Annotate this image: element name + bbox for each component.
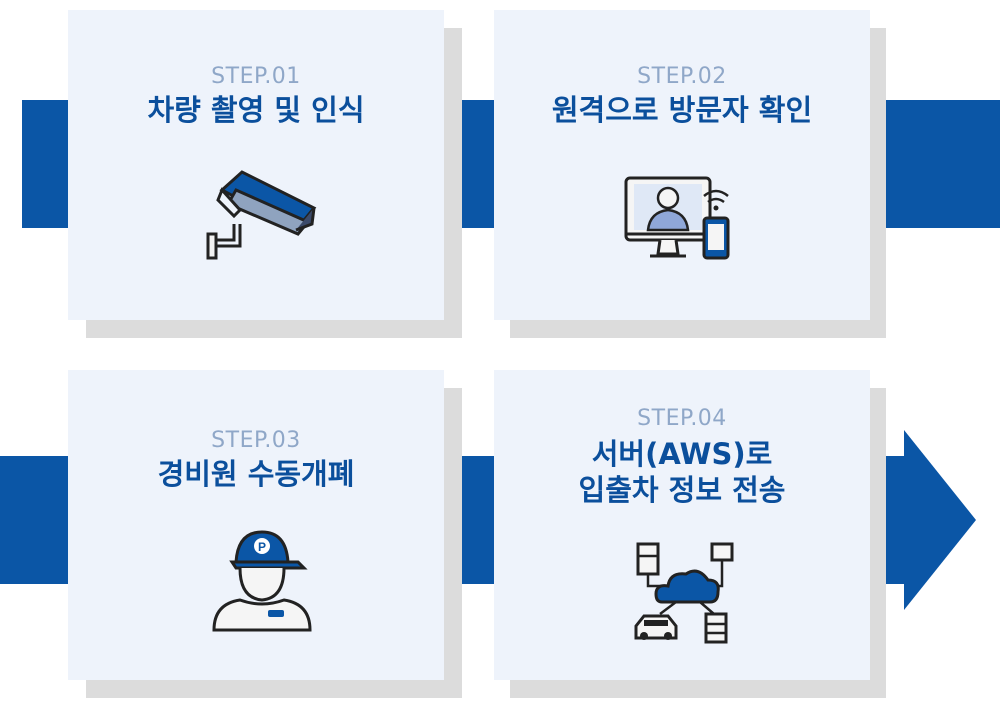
step-title: 차량 촬영 및 인식	[68, 92, 444, 128]
step-card-4: STEP.04 서버(AWS)로 입출차 정보 전송	[494, 370, 870, 680]
step-title-line: 경비원 수동개폐	[157, 457, 355, 491]
step-number: STEP.01	[211, 64, 301, 89]
flow-arrow-head	[904, 430, 976, 610]
svg-text:P: P	[258, 540, 266, 554]
step-title: 서버(AWS)로 입출차 정보 전송	[494, 436, 870, 508]
remote-monitor-icon	[620, 172, 744, 276]
cloud-server-network-icon	[626, 536, 750, 650]
step-title: 경비원 수동개폐	[68, 456, 444, 492]
step-card-1: STEP.01 차량 촬영 및 인식	[68, 10, 444, 320]
parking-guard-icon: P	[206, 524, 316, 638]
step-title: 원격으로 방문자 확인	[494, 92, 870, 128]
cctv-camera-icon	[196, 160, 326, 274]
step-title-line: 입출차 정보 전송	[578, 473, 786, 507]
step-title-line: 원격으로 방문자 확인	[551, 93, 813, 127]
step-card-3: STEP.03 경비원 수동개폐 P	[68, 370, 444, 680]
step-number: STEP.02	[637, 64, 727, 89]
step-card-2: STEP.02 원격으로 방문자 확인	[494, 10, 870, 320]
step-number: STEP.04	[637, 406, 727, 431]
step-title-line: 차량 촬영 및 인식	[147, 93, 365, 127]
step-number: STEP.03	[211, 428, 301, 453]
step-title-line: 서버(AWS)로	[591, 437, 773, 471]
